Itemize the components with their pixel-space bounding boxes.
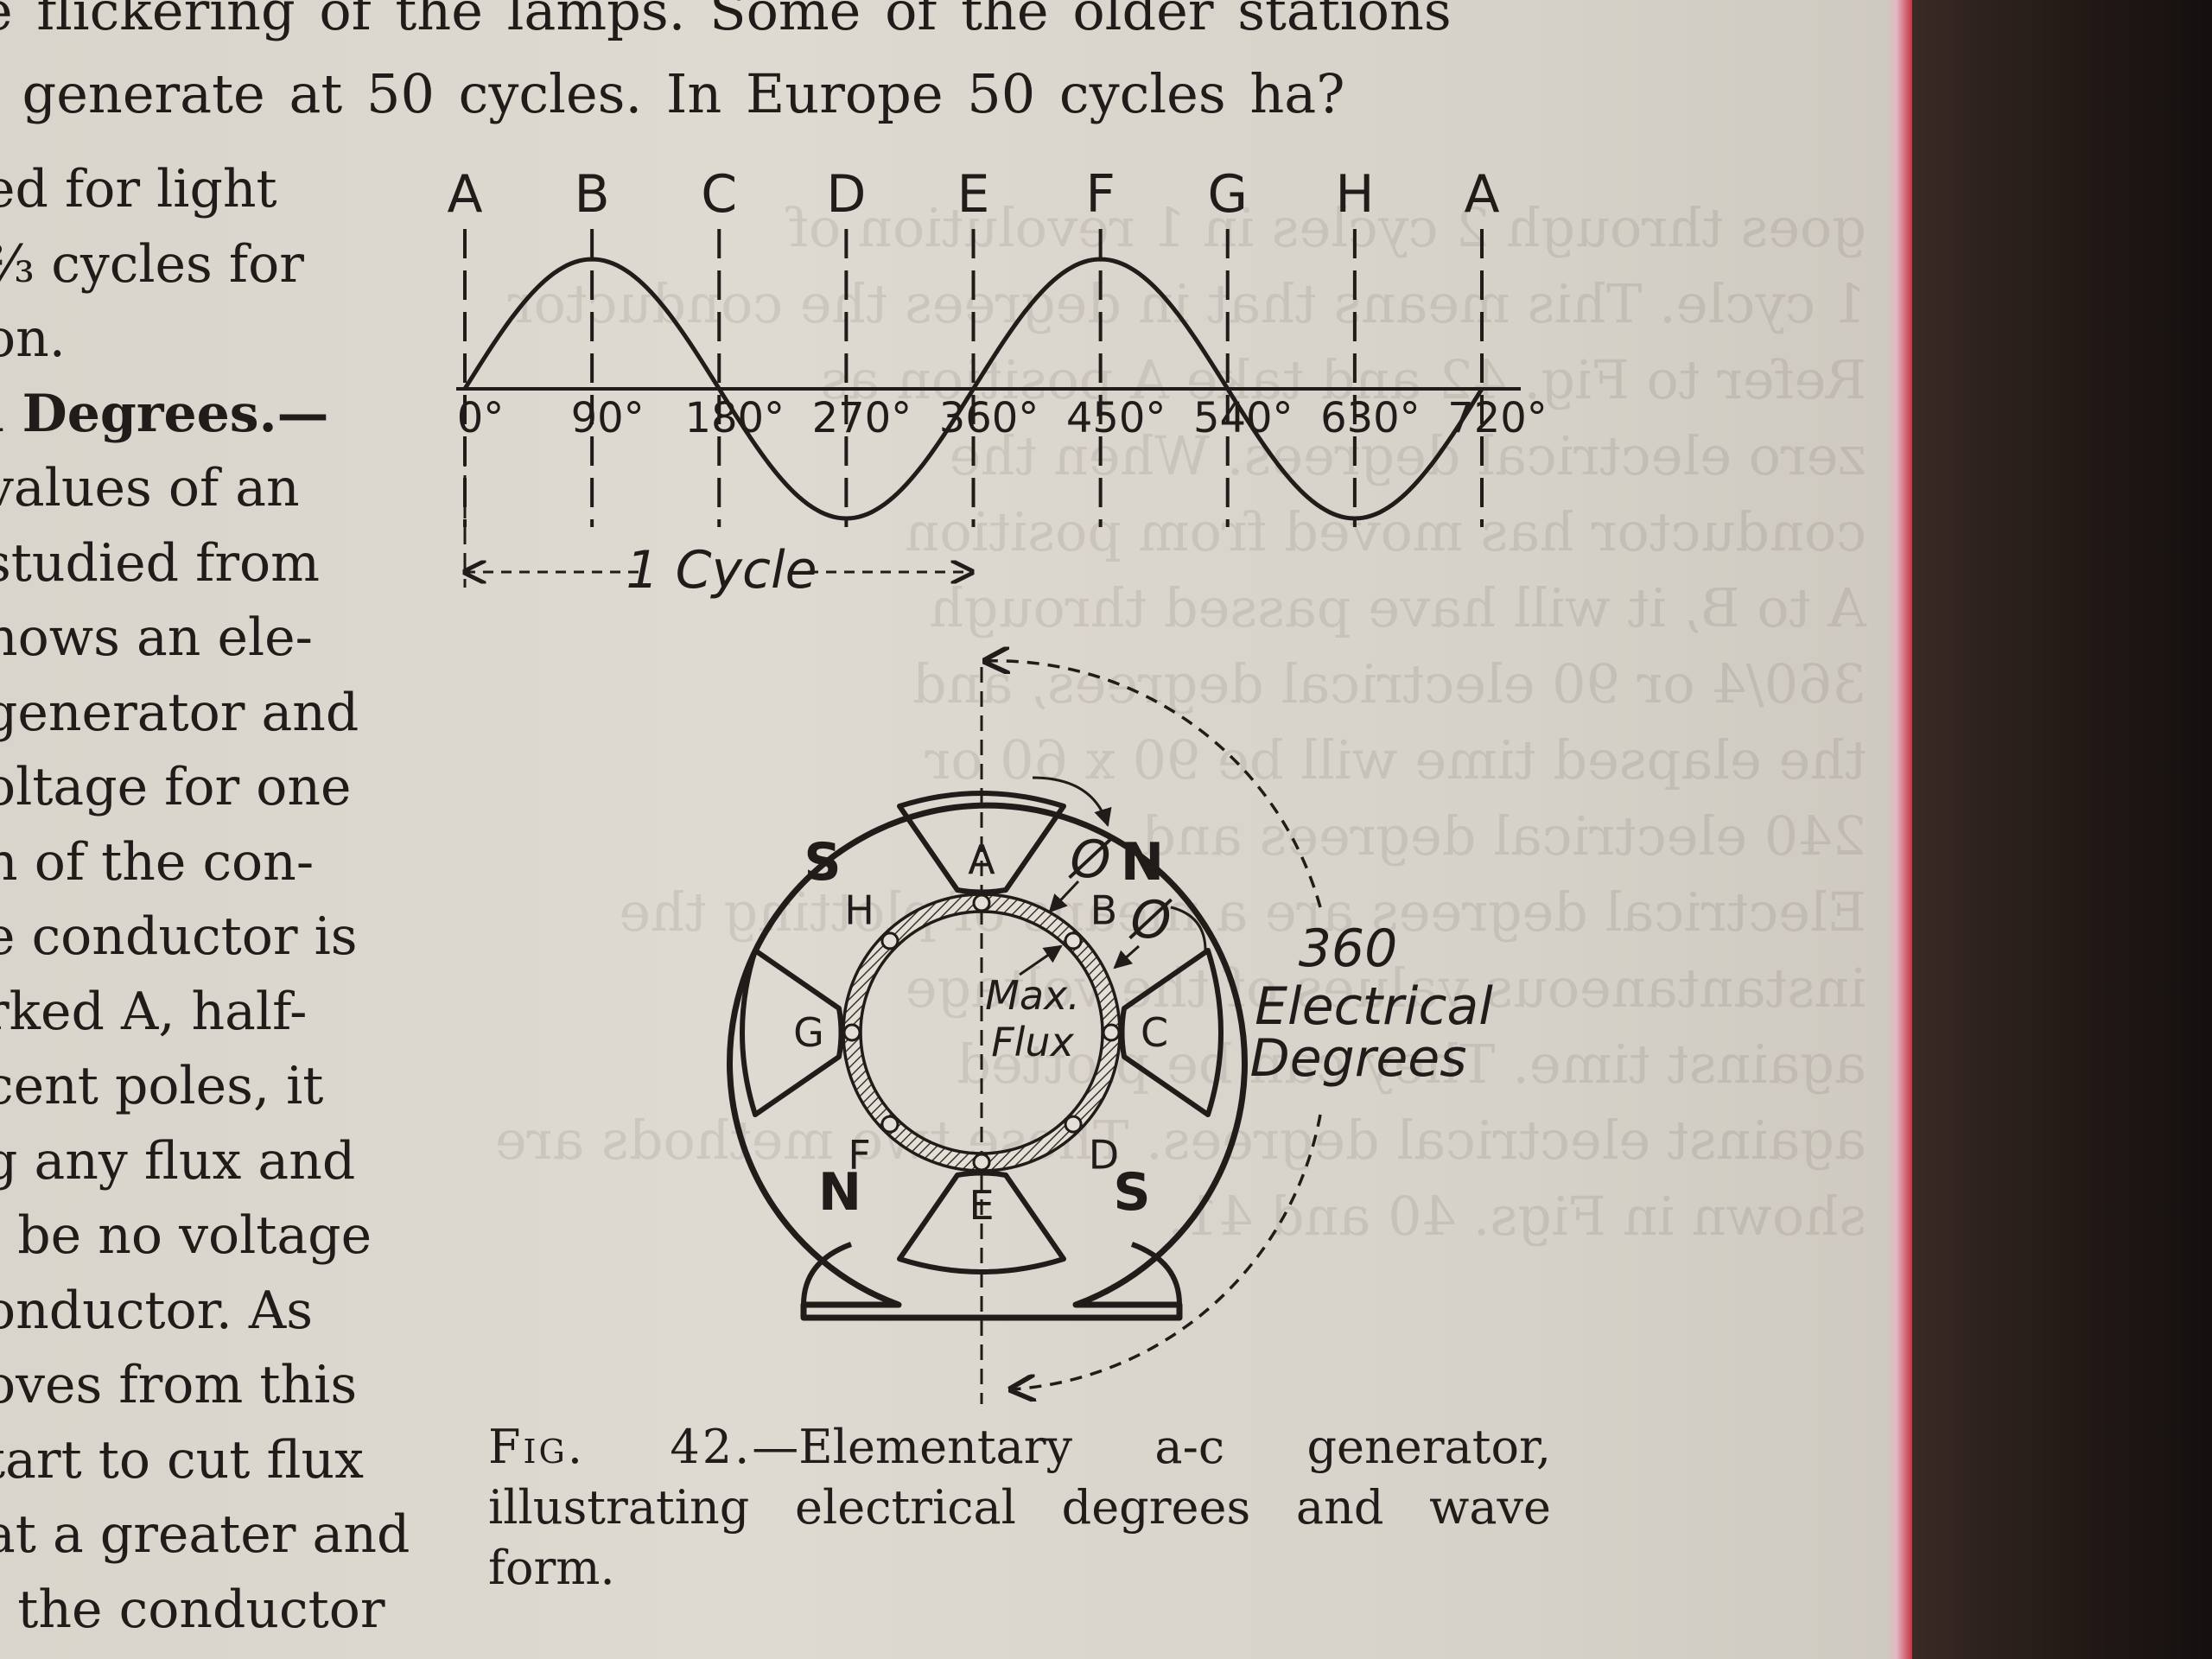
flux-arrow xyxy=(1113,944,1140,969)
body-text-line: generator and xyxy=(0,682,359,743)
flux-symbol: Ø xyxy=(1128,890,1173,950)
body-text-line: ed for light xyxy=(0,159,277,219)
max-flux-label: Max. xyxy=(985,972,1080,1019)
sine-wave-curve xyxy=(462,257,1484,521)
body-text-line: l the conductor xyxy=(0,1579,385,1640)
caption-text: —Elementary a-c generator, illustrating … xyxy=(488,1420,1551,1595)
conductor-dot xyxy=(1064,1115,1083,1134)
conductor-label: D xyxy=(1089,1131,1119,1178)
degree-label: 630° xyxy=(1320,394,1421,442)
rotation-label: 360 xyxy=(1299,918,1398,979)
flux-path-arc xyxy=(1170,906,1207,951)
pole-label-n: N xyxy=(818,1162,861,1223)
figure-label: Fig. 42. xyxy=(488,1420,753,1474)
rotation-label: Degrees xyxy=(1250,1028,1467,1089)
flux-arrow xyxy=(1048,880,1080,913)
cycle-label: 1 Cycle xyxy=(626,540,817,601)
body-text-line: cent poles, it xyxy=(0,1056,324,1116)
figure-42: A 0° B 90° C 180° D 270° E 360° F 450° G 540° H 630° A 72… xyxy=(447,164,1547,1404)
conductor-dot xyxy=(1064,931,1083,950)
degree-label: 270° xyxy=(812,394,912,442)
conductor-label: C xyxy=(1141,1009,1168,1056)
rotation-label: Electrical xyxy=(1255,976,1493,1037)
body-text-line: e conductor is xyxy=(0,906,358,967)
degree-label: 540° xyxy=(1193,394,1294,442)
body-text-line: nows an ele- xyxy=(0,607,313,668)
field-pole xyxy=(897,1170,1066,1274)
body-text-line: at a greater and xyxy=(0,1504,410,1565)
rotation-arrow xyxy=(1011,1114,1322,1389)
cycle-indicator: 1 Cycle xyxy=(465,449,972,601)
pole-label-s: S xyxy=(804,832,841,893)
conductors: A B C D E F G H xyxy=(793,836,1168,1229)
conductor-dot xyxy=(842,1023,861,1042)
position-label: B xyxy=(575,164,610,225)
position-label: G xyxy=(1208,164,1249,225)
ac-generator-diagram: A B C D E F G H Max. Flux Ø Ø S N N S 360 Elect… xyxy=(727,661,1493,1404)
conductor-dot xyxy=(880,1115,899,1134)
rotation-arrow xyxy=(985,661,1322,908)
flux-path-arc xyxy=(1032,776,1112,828)
body-text-line: e flickering of the lamps. Some of the o… xyxy=(0,0,1452,42)
max-flux-arrow xyxy=(1019,944,1063,976)
page-edge xyxy=(1888,0,1912,1659)
body-text-line: g any flux and xyxy=(0,1130,356,1192)
flux-symbol: Ø xyxy=(1067,830,1112,890)
pole-label-n: N xyxy=(1121,832,1164,893)
degree-label: 0° xyxy=(457,394,505,442)
position-label: A xyxy=(1464,164,1499,225)
body-text-line: l be no voltage xyxy=(0,1205,372,1266)
degree-label: 720° xyxy=(1447,394,1548,442)
field-pole xyxy=(1119,948,1224,1117)
position-label: C xyxy=(701,164,737,225)
pole-label-s: S xyxy=(1113,1162,1150,1223)
conductor-label: B xyxy=(1090,887,1118,934)
body-text-line: ⅔ cycles for xyxy=(0,233,304,295)
conductor-label: E xyxy=(969,1182,994,1229)
generator-foot-left xyxy=(801,1242,853,1306)
book-page: goes through 2 cycles in 1 revolution of… xyxy=(0,0,1888,1659)
generator-frame xyxy=(727,802,1248,1321)
body-text-line: on. xyxy=(0,308,66,369)
position-label: A xyxy=(447,164,482,225)
section-heading: l Degrees.— xyxy=(0,383,329,444)
generator-foot-right xyxy=(1130,1242,1182,1306)
conductor-label: F xyxy=(848,1131,870,1178)
body-text-line: rked A, half- xyxy=(0,981,308,1042)
body-text-line: l generate at 50 cycles. In Europe 50 cy… xyxy=(0,62,1345,125)
position-label: E xyxy=(957,164,990,225)
position-label: H xyxy=(1335,164,1374,225)
conductor-dot xyxy=(1102,1023,1121,1042)
body-text-line: values of an xyxy=(0,458,300,518)
position-label: F xyxy=(1085,164,1116,225)
body-text-line: n of the con- xyxy=(0,831,315,893)
conductor-dot xyxy=(972,893,991,912)
body-text-line: studied from xyxy=(0,532,321,594)
field-pole xyxy=(740,948,844,1117)
degree-label: 180° xyxy=(684,394,785,442)
conductor-dot xyxy=(972,1153,991,1172)
body-text-line: tart to cut flux xyxy=(0,1429,364,1491)
body-text-line: oltage for one xyxy=(0,757,352,817)
degree-label: 360° xyxy=(939,394,1039,442)
sine-wave-diagram: A 0° B 90° C 180° D 270° E 360° F 450° G 540° H 630° A 72… xyxy=(447,164,1547,601)
degree-label: 450° xyxy=(1066,394,1166,442)
figure-caption: Fig. 42.—Elementary a-c generator, illus… xyxy=(488,1417,1551,1599)
background-surface xyxy=(1912,0,2212,1659)
max-flux-label: Flux xyxy=(991,1019,1074,1065)
conductor-dot xyxy=(880,931,899,950)
body-text-line: oves from this xyxy=(0,1355,358,1415)
left-text-column: ed for light ⅔ cycles for on. l Degrees.… xyxy=(0,152,410,1647)
degree-label: 90° xyxy=(571,394,645,442)
position-label: D xyxy=(826,164,866,225)
conductor-label: A xyxy=(968,836,995,883)
conductor-label: G xyxy=(793,1009,824,1056)
conductor-label: H xyxy=(844,887,874,934)
body-text-line: onductor. As xyxy=(0,1280,314,1341)
